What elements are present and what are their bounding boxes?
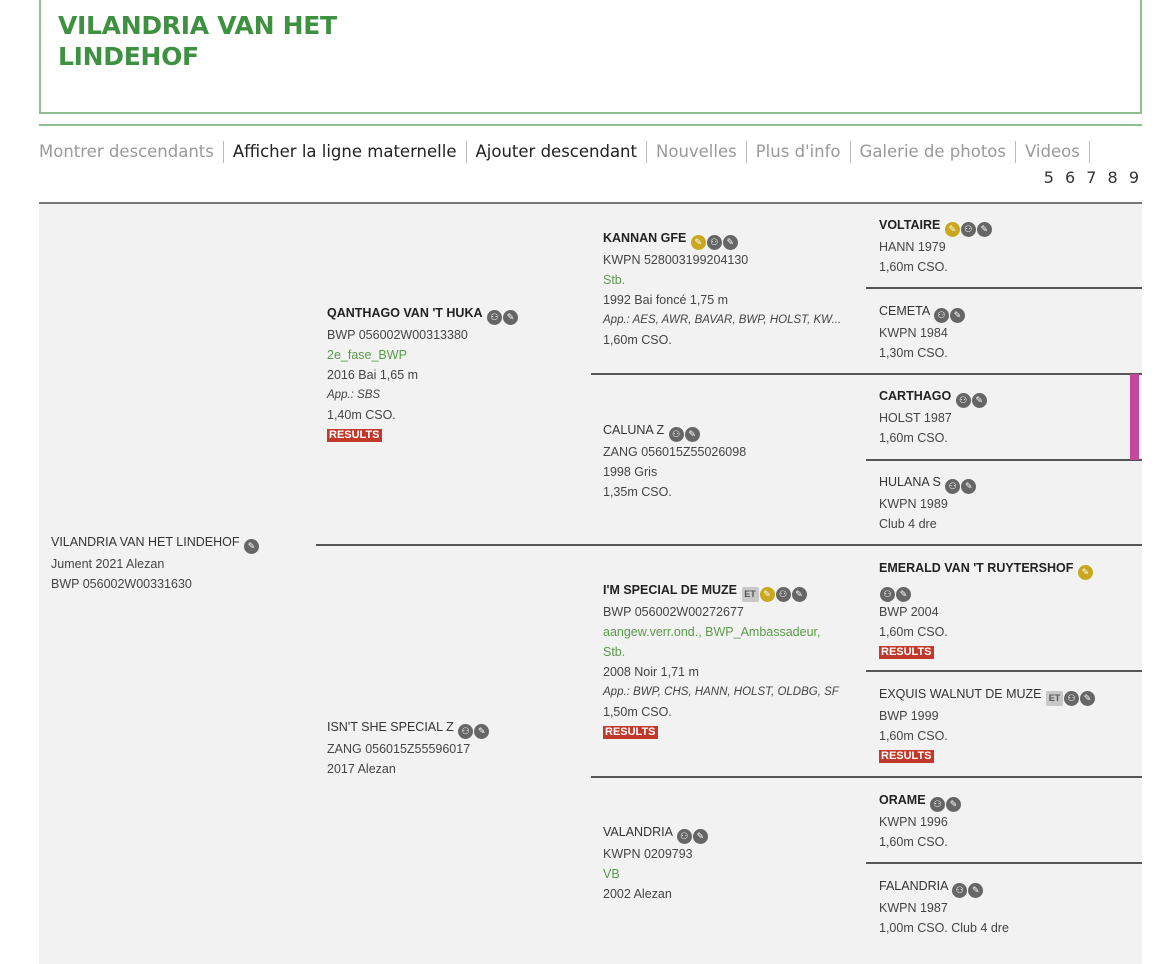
gen3-sdd-card: HULANA S ⚇✎ KWPN 1989 Club 4 dre xyxy=(879,472,977,534)
pedigree-icon[interactable]: ⚇ xyxy=(1064,691,1080,706)
edit-icon[interactable]: ✎ xyxy=(243,539,259,554)
edit-icon[interactable]: ✎ xyxy=(896,587,911,602)
edit-icon[interactable]: ✎ xyxy=(946,797,962,812)
gen3-ddd-card: FALANDRIA ⚇✎ KWPN 1987 1,00m CSO. Club 4… xyxy=(879,879,1009,935)
dam-name[interactable]: ISN'T SHE SPECIAL Z xyxy=(327,720,454,734)
gen3-dsd-card: EXQUIS WALNUT DE MUZE ET⚇✎ BWP 1999 1,60… xyxy=(879,684,1096,766)
header-divider xyxy=(39,124,1142,126)
results-button[interactable]: RESULTS xyxy=(603,726,658,740)
edit-icon[interactable]: ✎ xyxy=(971,393,987,408)
et-badge: ET xyxy=(1046,691,1064,706)
horse-title-box: VILANDRIA VAN HET LINDEHOF xyxy=(39,0,1142,114)
divider-gen2-bottom xyxy=(591,776,1142,778)
sire-card: QANTHAGO VAN 'T HUKA ⚇✎ BWP 056002W00313… xyxy=(327,303,518,445)
dam-card: ISN'T SHE SPECIAL Z ⚇✎ ZANG 056015Z55596… xyxy=(327,717,490,779)
pedigree-icon[interactable]: ⚇ xyxy=(706,235,722,250)
action-nav: Montrer descendants Afficher la ligne ma… xyxy=(39,140,1090,164)
star-icon[interactable]: ✎ xyxy=(759,587,775,602)
divider-gen3-4 xyxy=(866,862,1142,864)
subject-horse: VILANDRIA VAN HET LINDEHOF ✎ Jument 2021… xyxy=(51,532,259,594)
pedigree-icon[interactable]: ⚇ xyxy=(955,393,971,408)
edit-icon[interactable]: ✎ xyxy=(692,829,708,844)
star-icon[interactable]: ✎ xyxy=(944,222,960,237)
results-button[interactable]: RESULTS xyxy=(327,429,382,443)
pedigree-top-border xyxy=(39,202,1142,204)
sire-sire-card: KANNAN GFE ✎⚇✎ KWPN 528003199204130 Stb.… xyxy=(603,231,842,347)
nav-show-descendants[interactable]: Montrer descendants xyxy=(39,141,224,163)
et-badge: ET xyxy=(741,587,759,602)
divider-gen2-top xyxy=(591,373,1142,375)
pedigree-icon[interactable]: ⚇ xyxy=(668,427,684,442)
divider-gen3-3 xyxy=(866,670,1142,672)
edit-icon[interactable]: ✎ xyxy=(968,883,984,898)
divider-gen1 xyxy=(316,544,1142,546)
pedigree-icon[interactable]: ⚇ xyxy=(676,829,692,844)
edit-icon[interactable]: ✎ xyxy=(976,222,992,237)
generation-selector[interactable]: 5 6 7 8 9 xyxy=(1043,168,1142,187)
pedigree-icon[interactable]: ⚇ xyxy=(933,308,949,323)
gen3-dss-card: EMERALD VAN 'T RUYTERSHOF ✎ ⚇✎ BWP 2004 … xyxy=(879,558,1093,662)
sire-name[interactable]: QANTHAGO VAN 'T HUKA xyxy=(327,306,483,320)
dam-sire-card: I'M SPECIAL DE MUZE ET✎⚇✎ BWP 056002W002… xyxy=(603,583,839,740)
horse-details: Jument 2021 Alezan xyxy=(51,557,165,571)
divider-gen3-2 xyxy=(866,459,1142,461)
pedigree-icon[interactable]: ⚇ xyxy=(880,587,895,602)
divider-gen3-1 xyxy=(866,287,1142,289)
gen3-sss-card: VOLTAIRE ✎⚇✎ HANN 1979 1,60m CSO. xyxy=(879,215,992,277)
pedigree-icon[interactable]: ⚇ xyxy=(775,587,791,602)
gen3-ssd-card: CEMETA ⚇✎ KWPN 1984 1,30m CSO. xyxy=(879,301,965,363)
horse-registration: BWP 056002W00331630 xyxy=(51,577,192,591)
pedigree-tree xyxy=(39,204,1142,964)
results-button[interactable]: RESULTS xyxy=(879,646,934,660)
edit-icon[interactable]: ✎ xyxy=(722,235,738,250)
nav-photo-gallery[interactable]: Galerie de photos xyxy=(851,141,1016,163)
edit-icon[interactable]: ✎ xyxy=(474,724,490,739)
nav-more-info[interactable]: Plus d'info xyxy=(747,141,851,163)
maternal-line-marker xyxy=(1130,374,1139,460)
edit-icon[interactable]: ✎ xyxy=(503,310,518,325)
pedigree-icon[interactable]: ⚇ xyxy=(487,310,502,325)
nav-news[interactable]: Nouvelles xyxy=(647,141,747,163)
nav-add-descendant[interactable]: Ajouter descendant xyxy=(467,141,647,163)
pedigree-icon[interactable]: ⚇ xyxy=(945,479,961,494)
gen3-dds-card: ORAME ⚇✎ KWPN 1996 1,60m CSO. xyxy=(879,790,962,852)
gen3-sds-card: CARTHAGO ⚇✎ HOLST 1987 1,60m CSO. xyxy=(879,386,987,448)
star-icon[interactable]: ✎ xyxy=(1077,565,1093,580)
pedigree-icon[interactable]: ⚇ xyxy=(930,797,946,812)
results-button[interactable]: RESULTS xyxy=(879,750,934,764)
pedigree-icon[interactable]: ⚇ xyxy=(960,222,976,237)
nav-videos[interactable]: Videos xyxy=(1016,141,1090,163)
pedigree-icon[interactable]: ⚇ xyxy=(952,883,968,898)
edit-icon[interactable]: ✎ xyxy=(949,308,965,323)
sire-dam-card: CALUNA Z ⚇✎ ZANG 056015Z55026098 1998 Gr… xyxy=(603,423,747,499)
edit-icon[interactable]: ✎ xyxy=(1080,691,1096,706)
page-title: VILANDRIA VAN HET LINDEHOF xyxy=(58,11,337,71)
star-icon[interactable]: ✎ xyxy=(690,235,706,250)
dam-dam-card: VALANDRIA ⚇✎ KWPN 0209793 VB 2002 Alezan xyxy=(603,822,708,904)
edit-icon[interactable]: ✎ xyxy=(961,479,977,494)
horse-name[interactable]: VILANDRIA VAN HET LINDEHOF xyxy=(51,535,240,549)
edit-icon[interactable]: ✎ xyxy=(684,427,700,442)
pedigree-icon[interactable]: ⚇ xyxy=(458,724,474,739)
nav-maternal-line[interactable]: Afficher la ligne maternelle xyxy=(224,141,467,163)
edit-icon[interactable]: ✎ xyxy=(791,587,807,602)
